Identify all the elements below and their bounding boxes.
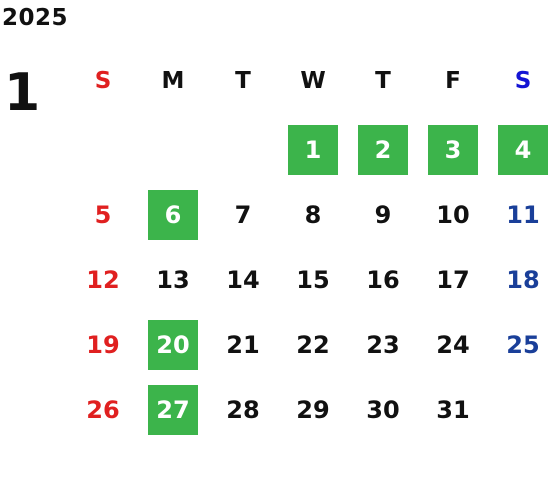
weekday-wednesday: W: [300, 68, 326, 94]
day-cell[interactable]: 23: [366, 331, 400, 359]
day-cell[interactable]: 29: [296, 396, 330, 424]
day-cell[interactable]: 28: [226, 396, 260, 424]
day-cell[interactable]: 17: [436, 266, 470, 294]
day-cell[interactable]: 8: [304, 201, 322, 229]
day-cell-highlighted[interactable]: 6: [148, 190, 198, 240]
weekday-saturday: S: [514, 68, 532, 94]
day-cell[interactable]: 5: [94, 201, 112, 229]
day-cell[interactable]: 10: [436, 201, 470, 229]
day-cell[interactable]: 21: [226, 331, 260, 359]
day-cell-highlighted[interactable]: 27: [148, 385, 198, 435]
day-cell-highlighted[interactable]: 2: [358, 125, 408, 175]
day-cell[interactable]: 18: [506, 266, 540, 294]
weekday-monday: M: [161, 68, 185, 94]
day-cell-highlighted[interactable]: 3: [428, 125, 478, 175]
year-label: 2025: [2, 5, 69, 31]
day-cell[interactable]: 7: [234, 201, 252, 229]
day-cell[interactable]: 30: [366, 396, 400, 424]
day-cell[interactable]: 16: [366, 266, 400, 294]
day-cell[interactable]: 19: [86, 331, 120, 359]
day-cell-highlighted[interactable]: 20: [148, 320, 198, 370]
day-cell[interactable]: 9: [374, 201, 392, 229]
weekday-thursday: T: [375, 68, 391, 94]
day-cell[interactable]: 24: [436, 331, 470, 359]
day-cell[interactable]: 25: [506, 331, 540, 359]
month-label: 1: [4, 63, 41, 123]
day-cell[interactable]: 15: [296, 266, 330, 294]
day-cell[interactable]: 11: [506, 201, 540, 229]
day-cell-highlighted[interactable]: 1: [288, 125, 338, 175]
day-cell[interactable]: 12: [86, 266, 120, 294]
weekday-tuesday: T: [235, 68, 251, 94]
day-cell[interactable]: 22: [296, 331, 330, 359]
day-cell[interactable]: 31: [436, 396, 470, 424]
day-cell[interactable]: 26: [86, 396, 120, 424]
day-cell[interactable]: 14: [226, 266, 260, 294]
day-cell-highlighted[interactable]: 4: [498, 125, 548, 175]
weekday-sunday: S: [94, 68, 112, 94]
day-cell[interactable]: 13: [156, 266, 190, 294]
weekday-friday: F: [445, 68, 461, 94]
